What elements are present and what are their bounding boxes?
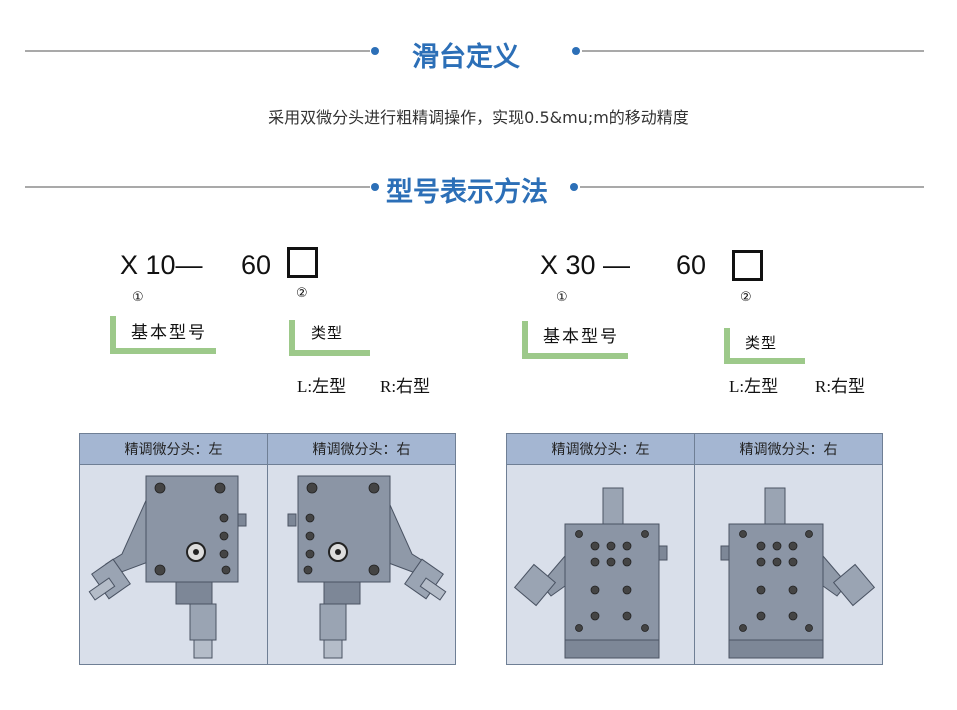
stage-x30-right-fine-adjust-image bbox=[720, 487, 876, 659]
option-right-2: R:右型 bbox=[815, 377, 866, 396]
type-label-2: 类型 bbox=[745, 334, 778, 352]
panel-header-left-2: 精调微分头：左 bbox=[507, 434, 694, 465]
definition-dot-right bbox=[572, 47, 580, 55]
marker-1-base: ① bbox=[132, 290, 144, 305]
type-bracket-1 bbox=[289, 320, 370, 356]
definition-dot-left bbox=[371, 47, 379, 55]
model-dot-right bbox=[570, 183, 578, 191]
panel-header-left-1: 精调微分头：左 bbox=[80, 434, 267, 465]
base-model-label-2: 基本型号 bbox=[543, 327, 619, 347]
panel-divider-1 bbox=[267, 434, 268, 664]
option-left-1: L:左型 bbox=[297, 377, 347, 396]
marker-2-base: ① bbox=[556, 290, 568, 305]
panel-header-right-2: 精调微分头：右 bbox=[695, 434, 882, 465]
marker-2-type: ② bbox=[740, 290, 752, 305]
model-code-size-1: 60 bbox=[241, 250, 272, 280]
type-bracket-2 bbox=[724, 328, 805, 364]
panel-header-right-1: 精调微分头：右 bbox=[268, 434, 455, 465]
model-code-type-box-2 bbox=[732, 250, 763, 281]
base-model-bracket-2 bbox=[522, 321, 628, 359]
option-left-2: L:左型 bbox=[729, 377, 779, 396]
option-right-1: R:右型 bbox=[380, 377, 431, 396]
definition-text: 采用双微分头进行粗精调操作，实现0.5&mu;m的移动精度 bbox=[268, 108, 689, 127]
base-model-label-1: 基本型号 bbox=[131, 323, 207, 343]
model-code-prefix-2: X 30 — bbox=[540, 250, 631, 280]
stage-x10-left-fine-adjust-image bbox=[88, 475, 247, 659]
marker-1-type: ② bbox=[296, 286, 308, 301]
model-dot-left bbox=[371, 183, 379, 191]
model-code-type-box-1 bbox=[287, 247, 318, 278]
definition-title: 滑台定义 bbox=[412, 42, 520, 73]
definition-divider-right bbox=[582, 50, 924, 52]
model-divider-right bbox=[580, 186, 924, 188]
base-model-bracket-1 bbox=[110, 316, 216, 354]
diagram-panel-x10: 精调微分头：左 精调微分头：右 bbox=[79, 433, 456, 665]
stage-x10-right-fine-adjust-image bbox=[287, 475, 447, 659]
model-code-size-2: 60 bbox=[676, 250, 707, 280]
panel-divider-2 bbox=[694, 434, 695, 664]
stage-x30-left-fine-adjust-image bbox=[513, 487, 668, 659]
diagram-panel-x30: 精调微分头：左 精调微分头：右 bbox=[506, 433, 883, 665]
model-title: 型号表示方法 bbox=[386, 177, 548, 208]
model-code-prefix-1: X 10— bbox=[120, 250, 203, 280]
definition-divider-left bbox=[25, 50, 370, 52]
type-label-1: 类型 bbox=[311, 324, 344, 342]
model-divider-left bbox=[25, 186, 370, 188]
